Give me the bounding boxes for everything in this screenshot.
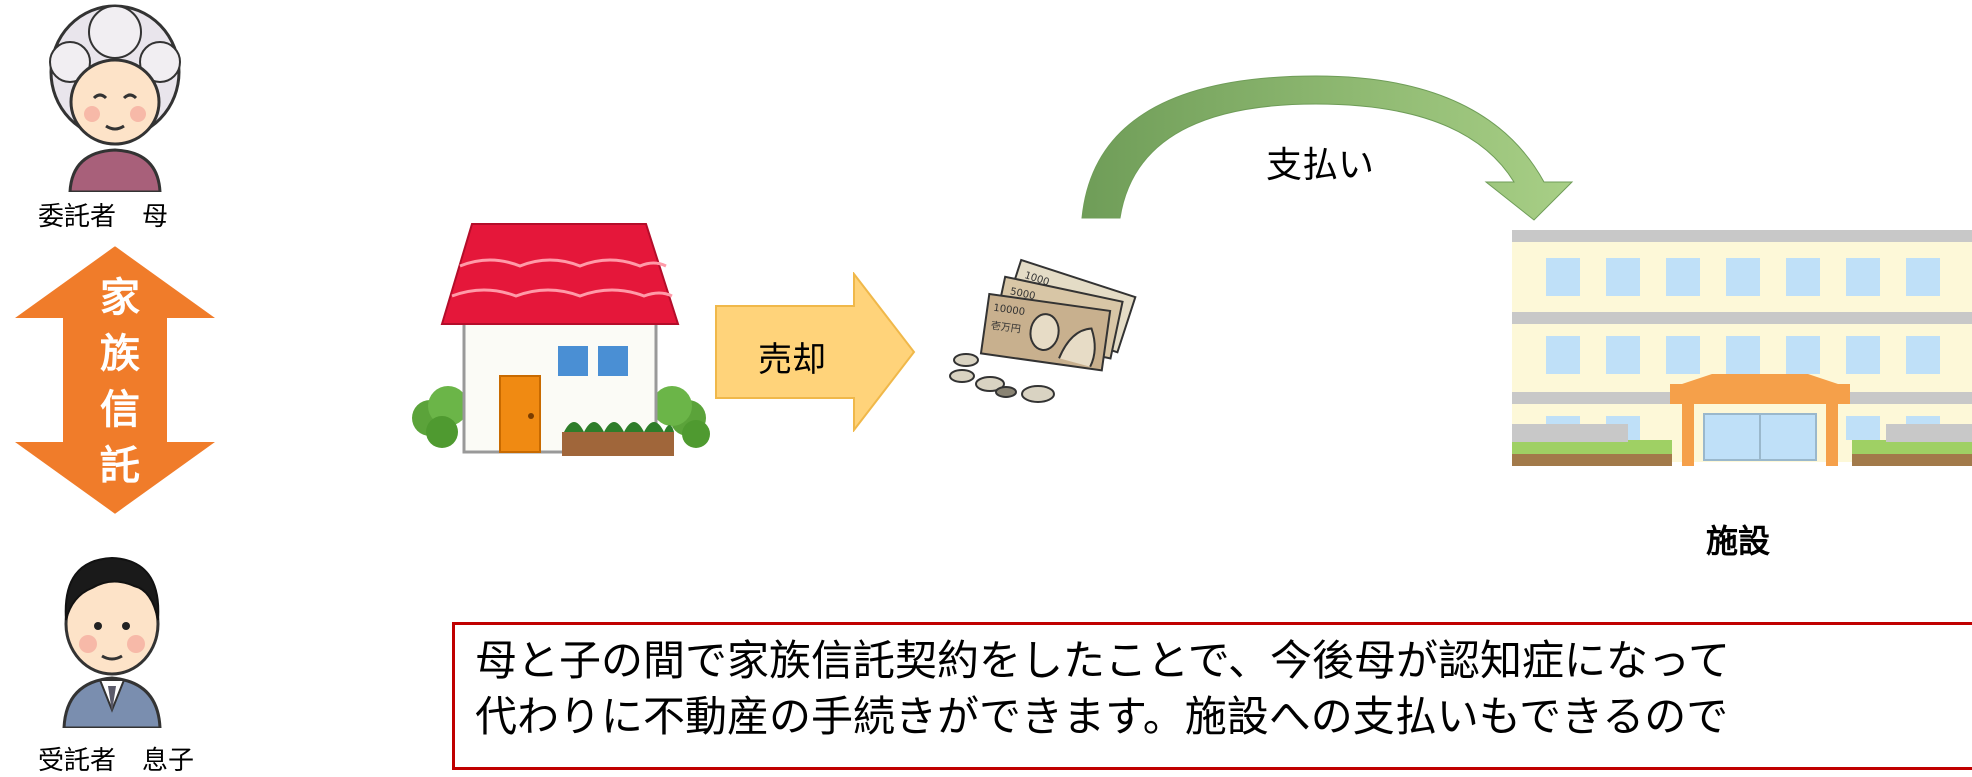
family-trust-label: 家 族 信 託 bbox=[100, 275, 140, 489]
caption-line-2: 代わりに不動産の手続きができます。施設への支払いもできるので bbox=[475, 692, 1729, 741]
mother-avatar bbox=[49, 4, 181, 192]
caption-box: 母と子の間で家族信託契約をしたことで、今後母が認知症になって 代わりに不動産の手… bbox=[452, 622, 1972, 770]
payment-label: 支払い bbox=[1266, 145, 1375, 186]
banknote-10000: 10000 bbox=[993, 303, 1026, 318]
family-trust-arrow bbox=[10, 245, 220, 515]
son-avatar bbox=[62, 556, 162, 728]
payment-arrow bbox=[1081, 75, 1574, 221]
sell-label: 売却 bbox=[758, 340, 826, 380]
sell-arrow bbox=[715, 272, 916, 432]
facility-icon bbox=[1512, 230, 1972, 466]
son-label: 受託者 息子 bbox=[38, 746, 195, 776]
caption-line-1: 母と子の間で家族信託契約をしたことで、今後母が認知症になって bbox=[475, 636, 1730, 685]
house-icon bbox=[412, 223, 710, 456]
money-icon: 1000 5000 10000 壱万円 bbox=[949, 258, 1137, 403]
banknote-yen: 壱万円 bbox=[990, 319, 1022, 336]
facility-label: 施設 bbox=[1706, 522, 1771, 560]
mother-label: 委託者 母 bbox=[38, 202, 169, 232]
